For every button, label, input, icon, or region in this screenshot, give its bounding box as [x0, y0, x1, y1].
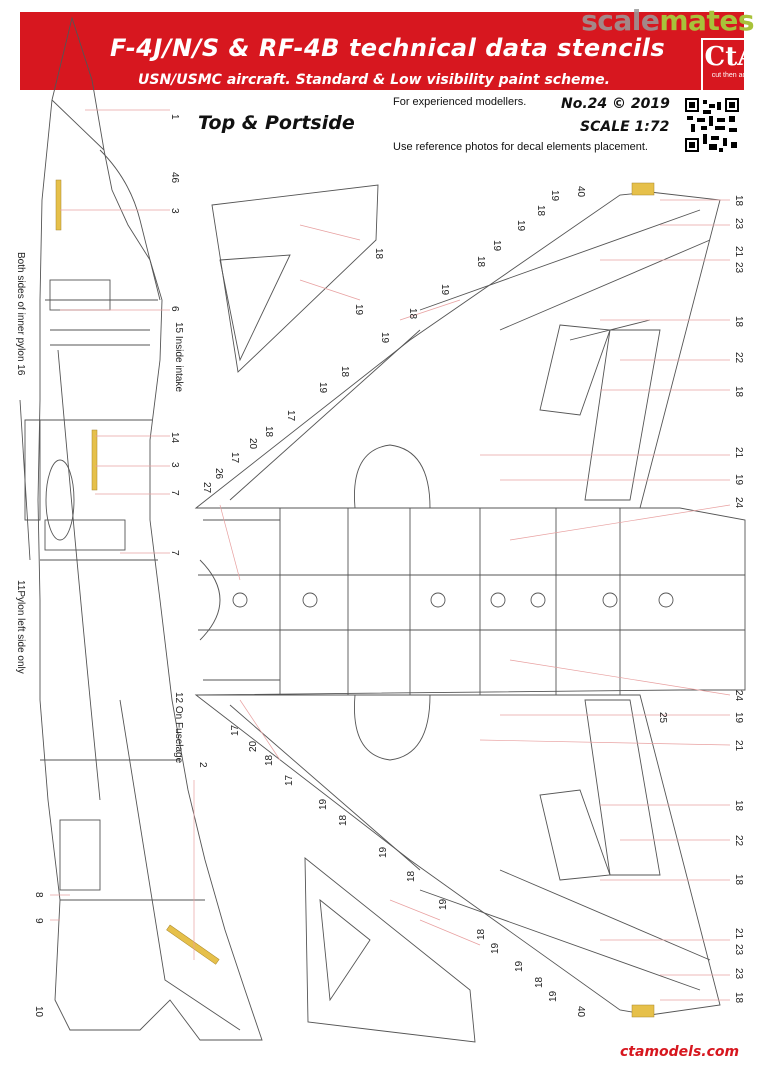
svg-text:23: 23 [733, 218, 744, 230]
svg-text:19: 19 [515, 220, 526, 232]
svg-text:19: 19 [549, 190, 560, 202]
stencil-callout-numbers: 1 46 3 6 14 3 7 7 2 8 9 10 18 23 21 23 1… [33, 114, 744, 1018]
svg-text:19: 19 [353, 304, 364, 316]
svg-text:9: 9 [33, 918, 44, 924]
svg-text:19: 19 [733, 474, 744, 486]
svg-text:19: 19 [379, 332, 390, 344]
svg-text:21: 21 [733, 740, 744, 752]
svg-text:18: 18 [338, 814, 349, 826]
svg-text:23: 23 [733, 262, 744, 274]
qr-code-icon [685, 98, 739, 152]
svg-text:21: 21 [733, 928, 744, 940]
svg-text:19: 19 [733, 712, 744, 724]
svg-text:18: 18 [476, 928, 487, 940]
svg-text:23: 23 [733, 968, 744, 980]
svg-text:24: 24 [733, 690, 744, 702]
svg-text:19: 19 [514, 960, 525, 972]
svg-text:18: 18 [733, 316, 744, 328]
svg-text:18: 18 [264, 754, 275, 766]
svg-text:17: 17 [230, 724, 241, 736]
svg-text:24: 24 [733, 497, 744, 509]
title-banner: F-4J/N/S & RF-4B technical data stencils… [20, 12, 761, 96]
svg-text:40: 40 [575, 186, 586, 198]
svg-text:19: 19 [317, 382, 328, 394]
svg-text:18: 18 [339, 366, 350, 378]
sheet-number: No.24 © 2019 [561, 96, 670, 112]
svg-text:22: 22 [733, 352, 744, 364]
svg-text:25: 25 [657, 712, 668, 724]
footer-url[interactable]: ctamodels.com [620, 1044, 740, 1060]
svg-text:22: 22 [733, 835, 744, 847]
svg-text:18: 18 [733, 992, 744, 1004]
svg-text:46: 46 [169, 172, 180, 184]
reference-note: Use reference photos for decal elements … [393, 141, 648, 153]
svg-text:8: 8 [33, 892, 44, 898]
svg-text:19: 19 [491, 240, 502, 252]
svg-text:40: 40 [575, 1006, 586, 1018]
svg-text:21: 21 [733, 246, 744, 258]
svg-text:20: 20 [247, 438, 258, 450]
svg-text:18: 18 [263, 426, 274, 438]
svg-text:14: 14 [169, 432, 180, 444]
svg-text:19: 19 [318, 798, 329, 810]
svg-text:2: 2 [197, 762, 208, 768]
note-pylon-left: 11Pylon left side only [15, 580, 26, 674]
svg-text:10: 10 [33, 1006, 44, 1018]
svg-text:18: 18 [733, 874, 744, 886]
svg-text:18: 18 [475, 256, 486, 268]
svg-text:21: 21 [733, 447, 744, 459]
svg-text:18: 18 [733, 195, 744, 207]
svg-text:6: 6 [169, 306, 180, 312]
svg-text:27: 27 [201, 482, 212, 494]
svg-text:3: 3 [169, 208, 180, 214]
svg-text:3: 3 [169, 462, 180, 468]
svg-text:19: 19 [490, 942, 501, 954]
note-on-fuselage: 12 On Fuselage [173, 692, 184, 764]
svg-text:19: 19 [378, 846, 389, 858]
svg-text:7: 7 [169, 490, 180, 496]
svg-text:18: 18 [535, 205, 546, 217]
brand-logo: CtA cut then add [701, 38, 761, 96]
svg-text:19: 19 [438, 898, 449, 910]
svg-text:26: 26 [213, 468, 224, 480]
view-title: Top & Portside [198, 112, 355, 134]
svg-text:18: 18 [733, 386, 744, 398]
scale-label: SCALE 1:72 [580, 119, 670, 135]
svg-text:17: 17 [229, 452, 240, 464]
sheet-title: F-4J/N/S & RF-4B technical data stencils [110, 34, 666, 62]
svg-text:18: 18 [373, 248, 384, 260]
watermark: scalemates [581, 4, 754, 37]
svg-text:1: 1 [169, 114, 180, 120]
note-inner-pylon: Both sides of inner pylon 16 [15, 252, 26, 376]
sheet-subtitle: USN/USMC aircraft. Standard & Low visibi… [138, 72, 610, 88]
experience-note: For experienced modellers. [393, 96, 527, 108]
svg-text:19: 19 [439, 284, 450, 296]
svg-text:17: 17 [284, 774, 295, 786]
svg-text:18: 18 [406, 870, 417, 882]
svg-text:18: 18 [733, 800, 744, 812]
svg-text:19: 19 [548, 990, 559, 1002]
svg-text:18: 18 [534, 976, 545, 988]
svg-text:18: 18 [407, 308, 418, 320]
note-inside-intake: 15 Inside intake [173, 322, 184, 393]
brand-tagline: cut then add [711, 72, 751, 79]
svg-text:7: 7 [169, 550, 180, 556]
svg-text:20: 20 [248, 740, 259, 752]
svg-text:17: 17 [285, 410, 296, 422]
brand-logo-text: CtA [704, 42, 758, 72]
svg-text:23: 23 [733, 944, 744, 956]
